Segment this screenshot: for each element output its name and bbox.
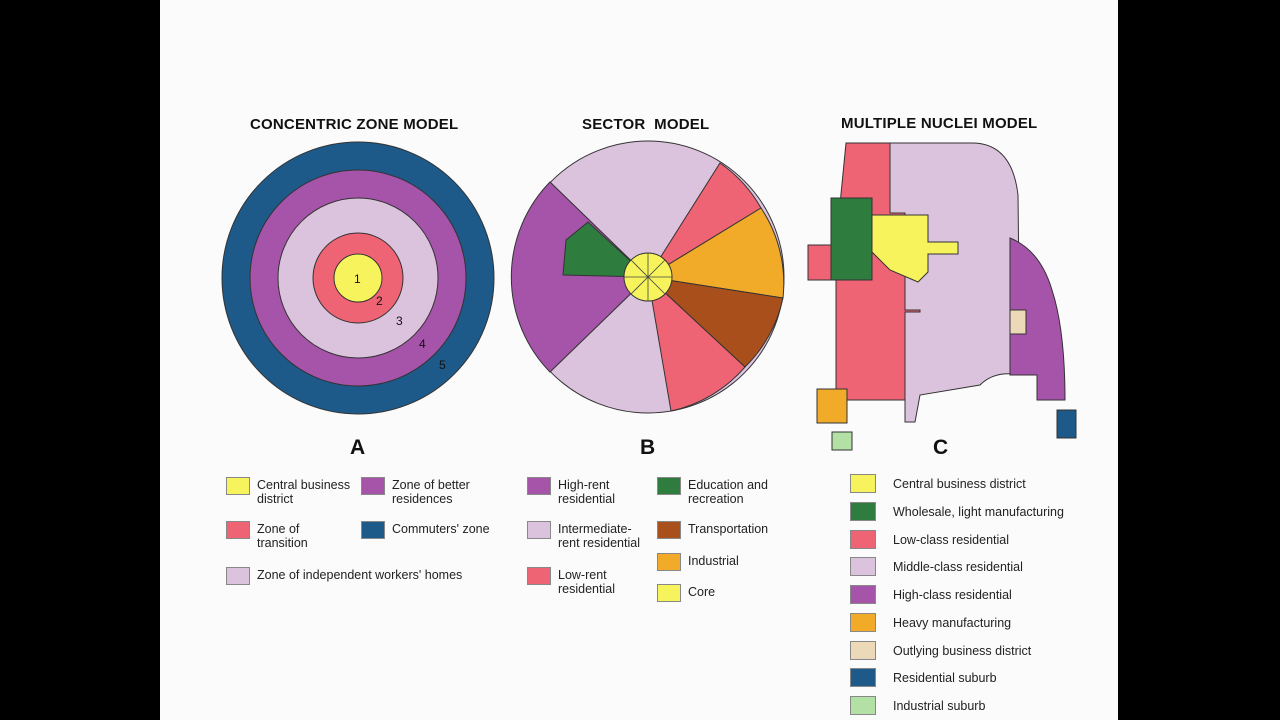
sector-diagram [510, 140, 785, 414]
legend-swatch [657, 477, 681, 495]
legend-label: Industrial [688, 554, 739, 568]
legend-c-heavy-manufacturing: Heavy manufacturing [850, 613, 1012, 632]
legend-label: Zone of better residences [392, 478, 470, 506]
legend-label: Residential suburb [893, 671, 997, 685]
legend-b-education: Education and recreation [657, 477, 782, 506]
legend-a-independent-workers: Zone of independent workers' homes [226, 567, 486, 585]
zone-number-2: 2 [376, 294, 383, 308]
legend-a-cbd: Central business district [226, 477, 356, 506]
legend-swatch [527, 567, 551, 585]
legend-label: Transportation [688, 522, 769, 536]
legend-b-core: Core [657, 584, 782, 602]
legend-label: Zone of transition [257, 522, 308, 550]
slide: CONCENTRIC ZONE MODEL SECTOR MODEL MULTI… [160, 0, 1118, 720]
label-b: B [640, 436, 656, 459]
legend-c-cbd: Central business district [850, 474, 1026, 493]
legend-label: Low-rent residential [558, 568, 615, 596]
legend-swatch [226, 567, 250, 585]
legend-swatch [850, 668, 876, 687]
legend-c-industrial-suburb: Industrial suburb [850, 696, 986, 715]
concentric-zone-diagram [221, 141, 495, 415]
legend-swatch [850, 613, 876, 632]
legend-swatch [657, 521, 681, 539]
legend-a-better-residences: Zone of better residences [361, 477, 486, 506]
zone-number-1: 1 [354, 272, 361, 286]
legend-a-transition: Zone of transition [226, 521, 326, 550]
legend-c-low-class: Low-class residential [850, 530, 1010, 549]
heavy-manufacturing-area [816, 388, 848, 424]
legend-b-high-rent: High-rent residential [527, 477, 627, 506]
legend-swatch [850, 530, 876, 549]
legend-swatch [226, 477, 250, 495]
legend-b-transportation: Transportation [657, 521, 782, 539]
legend-label: Middle-class residential [893, 560, 1023, 574]
legend-swatch [361, 521, 385, 539]
diagram-canvas [221, 140, 1077, 451]
legend-label: Zone of independent workers' homes [257, 568, 463, 582]
zone-number-5: 5 [439, 358, 446, 372]
outlying-business-area [1009, 309, 1027, 335]
high-class-area [1009, 237, 1066, 401]
sector-high-rent-west [510, 181, 649, 373]
legend-swatch [527, 477, 551, 495]
core-spokes [624, 253, 672, 301]
legend-swatch [226, 521, 250, 539]
zone-number-4: 4 [419, 337, 426, 351]
legend-label: High-class residential [893, 588, 1012, 602]
legend-swatch [850, 557, 876, 576]
legend-c-high-class: High-class residential [850, 585, 1012, 604]
legend-b-intermediate-rent: Intermediate-rent residential [527, 521, 652, 550]
legend-label: Central business district [893, 477, 1026, 491]
legend-c-residential-suburb: Residential suburb [850, 668, 997, 687]
legend-swatch [657, 584, 681, 602]
wholesale-area [830, 197, 873, 281]
cbd-area [871, 214, 959, 283]
legend-label: Industrial suburb [893, 699, 986, 713]
legend-label: High-rent residential [558, 478, 615, 506]
legend-label: Outlying business district [893, 644, 1032, 658]
cbd-core [333, 253, 383, 303]
sector-low-rent-se [647, 275, 746, 412]
residential-suburb-area [1056, 409, 1077, 439]
legend-label: Low-class residential [893, 533, 1010, 547]
legend-swatch [657, 553, 681, 571]
multiple-nuclei-title: MULTIPLE NUCLEI MODEL [841, 115, 1038, 132]
legend-label: Core [688, 585, 716, 599]
legend-swatch [361, 477, 385, 495]
legend-a-commuters: Commuters' zone [361, 521, 506, 539]
industrial-suburb-area [831, 431, 853, 451]
legend-swatch [850, 585, 876, 604]
legend-swatch [850, 696, 876, 715]
sector-industrial [646, 207, 785, 299]
legend-swatch [850, 474, 876, 493]
legend-swatch [850, 641, 876, 660]
multiple-nuclei-diagram [807, 142, 1077, 451]
zone-number-3: 3 [396, 314, 403, 328]
legend-b-industrial: Industrial [657, 553, 782, 571]
legend-c-middle-class: Middle-class residential [850, 557, 1023, 576]
legend-label: Central business district [257, 478, 351, 506]
legend-swatch [850, 502, 876, 521]
legend-c-outlying-business: Outlying business district [850, 641, 1032, 660]
concentric-zone-title: CONCENTRIC ZONE MODEL [250, 116, 459, 133]
legend-b-low-rent: Low-rent residential [527, 567, 627, 596]
legend-swatch [527, 521, 551, 539]
label-a: A [350, 436, 366, 459]
sector-education [562, 221, 650, 278]
sector-transportation [646, 276, 784, 368]
legend-label: Intermediate-rent residential [558, 522, 640, 550]
label-c: C [933, 436, 949, 459]
legend-label: Commuters' zone [392, 522, 490, 536]
legend-c-wholesale: Wholesale, light manufacturing [850, 502, 1064, 521]
legend-label: Wholesale, light manufacturing [893, 505, 1064, 519]
legend-label: Education and recreation [688, 478, 768, 506]
sector-model-title: SECTOR MODEL [582, 116, 710, 133]
legend-label: Heavy manufacturing [893, 616, 1012, 630]
